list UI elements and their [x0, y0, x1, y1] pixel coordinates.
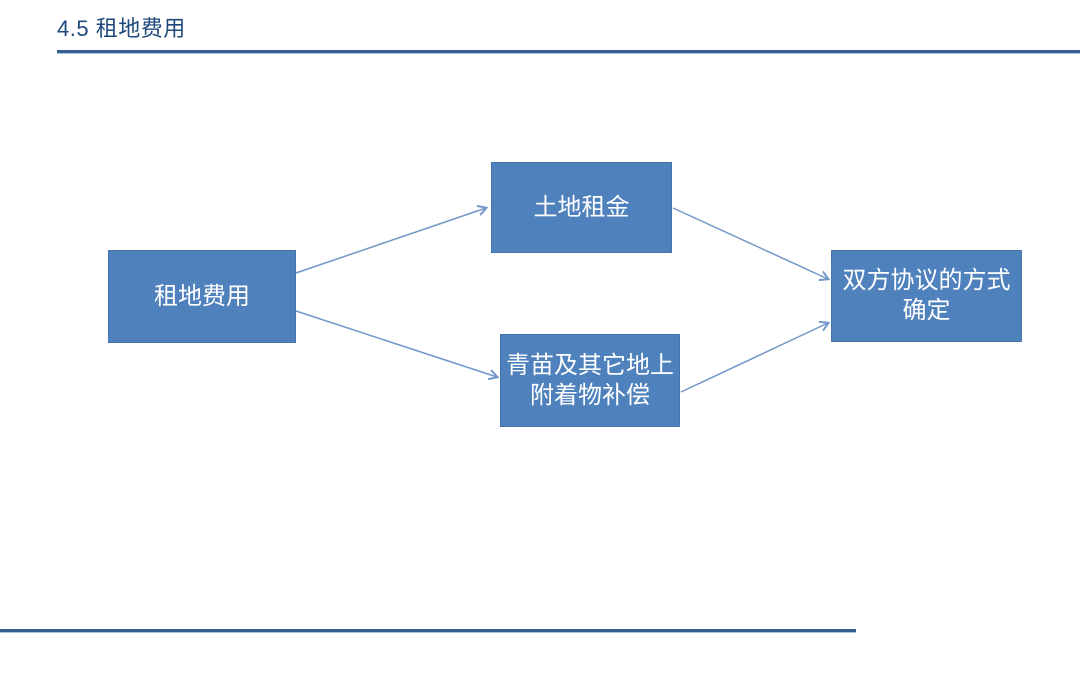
node-agreement[interactable]: 双方协议的方式确定 [831, 250, 1022, 342]
slide-title: 4.5 租地费用 [57, 16, 186, 41]
node-root[interactable]: 租地费用 [108, 250, 296, 343]
node-crops-compensation-label: 青苗及其它地上附着物补偿 [506, 351, 674, 409]
node-crops-compensation[interactable]: 青苗及其它地上附着物补偿 [500, 334, 680, 427]
connector-crops-compensation-to-agreement [680, 321, 831, 393]
bottom-rule [0, 629, 856, 633]
connector-root-to-crops-compensation [295, 310, 500, 381]
connector-root-to-land-rent [295, 205, 489, 274]
node-agreement-label: 双方协议的方式确定 [842, 267, 1011, 324]
connector-land-rent-to-agreement [672, 207, 831, 282]
node-root-label: 租地费用 [154, 282, 250, 310]
title-underline [57, 50, 1080, 54]
node-land-rent[interactable]: 土地租金 [491, 162, 672, 253]
node-land-rent-label: 土地租金 [533, 193, 630, 221]
